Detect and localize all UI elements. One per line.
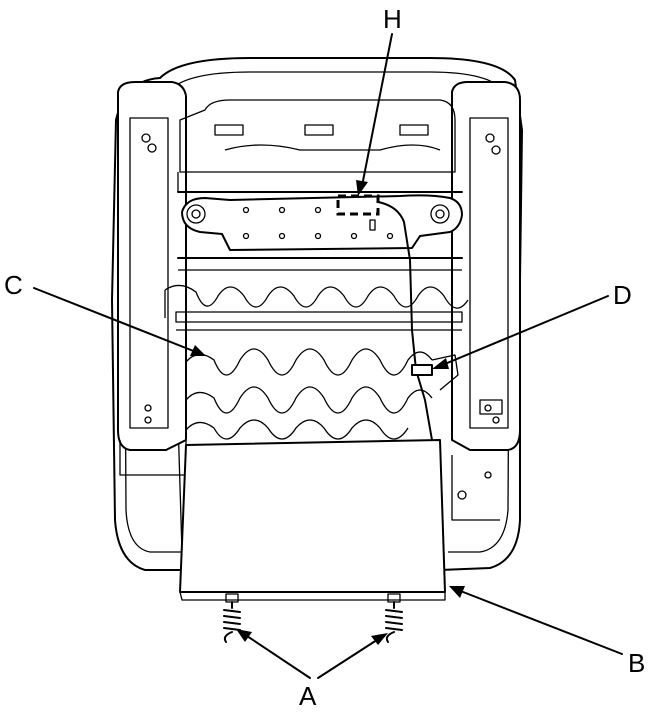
lower-spring-row-1 [185, 348, 433, 376]
callout-label-a: A [299, 681, 317, 711]
left-side-rail [117, 81, 187, 476]
upper-spring-row [164, 284, 469, 309]
leader-d [432, 295, 609, 369]
callout-label-b: B [628, 648, 646, 678]
callout-label-d: D [613, 280, 632, 310]
leader-h [356, 33, 393, 196]
callout-label-c: C [4, 270, 23, 300]
middle-cross-rod [175, 311, 463, 331]
spring-a-left [223, 593, 241, 643]
leader-c [33, 287, 206, 356]
leader-a [236, 629, 388, 679]
mounting-plate [177, 194, 463, 271]
upper-frame [177, 99, 463, 193]
right-side-rail [451, 81, 521, 521]
front-panel-b [179, 439, 446, 601]
spring-a-right [385, 593, 403, 643]
connector-d [411, 354, 459, 391]
callout-label-h: H [383, 4, 402, 34]
wire-harness [377, 201, 433, 471]
lower-spring-row-2 [185, 386, 433, 414]
leader-b [449, 586, 623, 655]
